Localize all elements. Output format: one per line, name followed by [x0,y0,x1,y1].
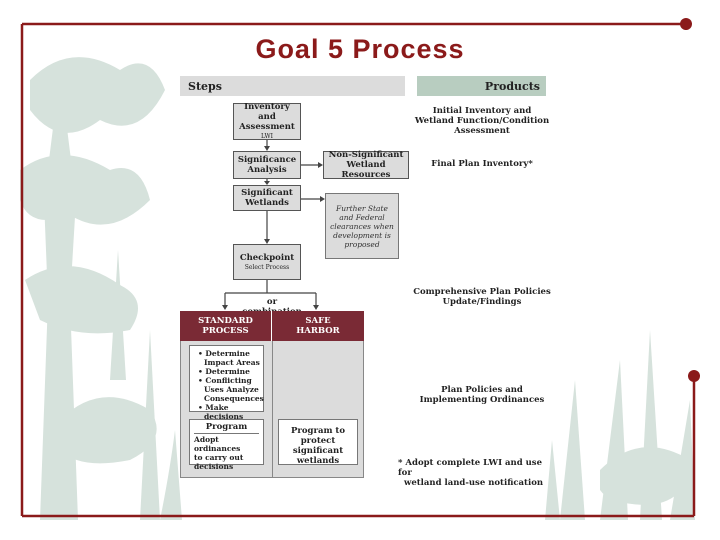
footnote-adopt-lwi: * Adopt complete LWI and use for wetland… [398,458,550,488]
standard-step-item: • Determine Impact Areas [198,349,260,367]
standard-step-item: • Conflicting Uses Analyze Consequences [198,376,264,403]
program-text-line: Adopt ordinances [194,435,241,453]
significance-line2: Analysis [247,165,287,175]
standard-line1: STANDARD [198,316,253,326]
checkpoint-sub: Select Process [244,263,290,271]
product-initial-inventory: Initial Inventory and Wetland Function/C… [412,106,552,136]
standard-step-item: • Make decisions [198,403,244,421]
slide-title: Goal 5 Process [255,34,465,64]
steps-header: Steps [180,76,405,96]
product-line: Comprehensive Plan Policies [413,287,551,297]
product-comprehensive-plan: Comprehensive Plan Policies Update/Findi… [412,287,552,307]
program-box: Program Adopt ordinances to carry out de… [189,419,264,471]
significance-analysis-box: Significance Analysis [233,151,301,179]
note-line: development is [333,230,391,240]
note-line: proposed [344,239,380,249]
safe-harbor-line2: HARBOR [296,326,340,336]
inventory-sub: LWI [261,133,273,140]
products-header-label: Products [484,79,540,93]
safe-harbor-header: SAFE HARBOR [272,311,364,341]
product-line: Final Plan Inventory* [431,159,533,169]
non-significant-box: Non-Significant Wetland Resources [323,150,409,180]
inventory-line2: Assessment [239,122,295,132]
product-plan-policies: Plan Policies and Implementing Ordinance… [412,385,552,405]
plant-silhouette-background [20,57,695,520]
process-divider [272,341,273,478]
note-line: clearances when [330,221,394,231]
inventory-line1: Inventory and [244,102,290,122]
product-line: Implementing Ordinances [419,395,545,405]
note-line: and Federal [339,212,385,222]
standard-process-header: STANDARD PROCESS [180,311,272,341]
frame-dot-top-right [680,18,692,30]
further-clearances-note: Further State and Federal clearances whe… [325,193,399,259]
footnote-line: wetland land-use notification [404,478,544,488]
product-final-plan-inventory: Final Plan Inventory* [412,159,552,169]
safe-harbor-program-line: wetlands [296,456,340,466]
product-line: Plan Policies and [441,385,523,395]
standard-steps-box: • Determine Impact Areas • Determine • C… [189,345,264,421]
safe-harbor-program-line: significant [292,446,344,456]
product-line: Initial Inventory and [432,106,532,116]
significant-wetlands-box: Significant Wetlands [233,185,301,211]
product-line: Assessment [454,126,510,136]
steps-header-label: Steps [188,79,222,93]
product-line: Update/Findings [442,297,522,307]
significance-line1: Significance [237,155,297,165]
significant-line2: Wetlands [245,198,289,208]
program-label: Program [194,422,259,434]
standard-step-item: • Determine [198,367,250,376]
program-text-line: decisions [194,462,234,471]
safe-harbor-program-box: Program to protect significant wetlands [278,419,358,466]
safe-harbor-line1: SAFE [305,316,331,326]
non-significant-line2: Wetland Resources [341,160,391,180]
product-line: Wetland Function/Condition [414,116,550,126]
footnote-line: * Adopt complete LWI and use for [398,458,542,478]
products-header: Products [417,76,546,96]
maroon-frame [20,22,696,518]
checkpoint-box: Checkpoint Select Process [233,244,301,280]
frame-dot-right [688,370,700,382]
checkpoint-label: Checkpoint [239,252,295,263]
program-text-line: to carry out [194,453,244,462]
standard-line2: PROCESS [202,326,249,336]
non-significant-line1: Non-Significant [328,150,404,160]
inventory-assessment-box: Inventory and Assessment LWI [233,102,301,140]
safe-harbor-program-line: Program to protect [290,426,346,446]
significant-line1: Significant [241,188,293,198]
note-line: Further State [336,203,388,213]
